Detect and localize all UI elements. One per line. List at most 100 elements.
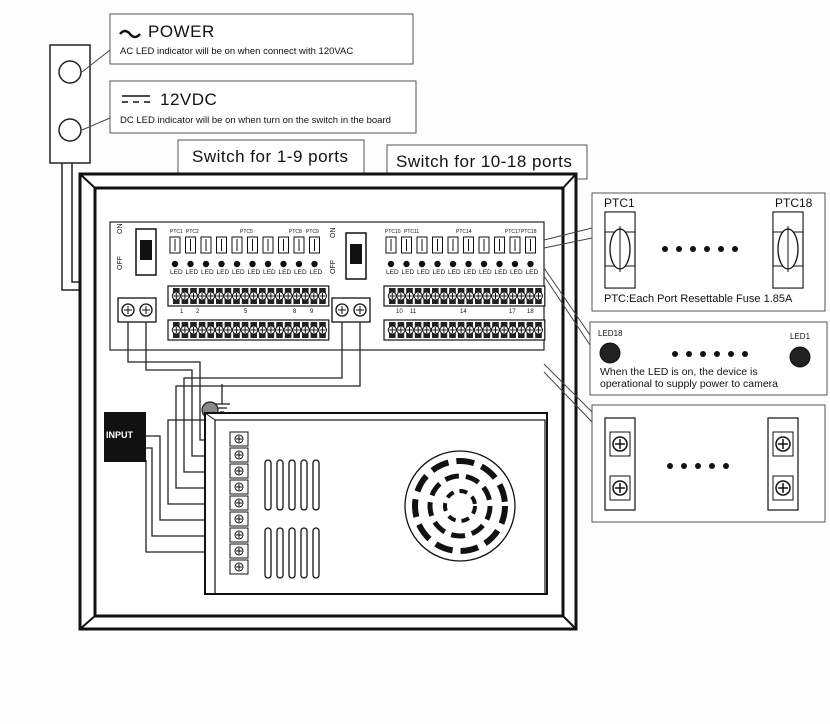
port-number: 11	[410, 309, 417, 315]
ptc-caption: PTC:Each Port Resettable Fuse 1.85A	[604, 293, 793, 305]
led-label: LED	[263, 269, 276, 276]
vent-slot	[288, 459, 296, 511]
led-dot	[295, 260, 303, 268]
ptc-fuse	[216, 236, 227, 254]
led-dot	[480, 260, 488, 268]
screw-terminal	[405, 322, 414, 338]
power-callout	[81, 13, 414, 73]
screw-terminal	[283, 322, 293, 338]
port-number: 8	[293, 309, 297, 315]
screw-terminal	[206, 322, 216, 338]
ptc-fuse	[169, 236, 181, 254]
vent-slot	[300, 527, 308, 579]
ptc-fuse	[200, 236, 212, 254]
led-label: LED	[525, 269, 539, 276]
led-label: LED	[401, 269, 415, 276]
screw-terminal	[318, 288, 327, 304]
ptc-fuse-row-left	[169, 236, 320, 254]
led-label: LED	[247, 269, 261, 276]
screw-terminal	[422, 288, 432, 304]
screw-terminal	[180, 322, 190, 338]
switch-1-9-off-label: OFF	[117, 256, 124, 270]
ptc-fuse	[416, 236, 428, 254]
led-label: LED	[386, 269, 399, 276]
switch-10-18[interactable]	[345, 232, 367, 280]
psu-terminal	[229, 543, 249, 559]
ptc-fuse-left-icon	[604, 211, 636, 289]
led-label: LED	[463, 269, 477, 276]
terminal-callout	[543, 363, 826, 523]
led-left-label: LED18	[598, 329, 623, 338]
ptc-label: PTC8	[289, 229, 302, 235]
screw-terminal	[292, 288, 302, 304]
led-label: LED	[417, 269, 430, 276]
ellipsis-dots	[667, 463, 729, 469]
screw-terminal	[448, 322, 457, 338]
port-number: 9	[310, 309, 314, 315]
screw-terminal	[525, 322, 535, 338]
ptc-fuse	[385, 236, 397, 254]
led-dot	[465, 260, 472, 268]
screw-terminal	[405, 288, 414, 304]
led-caption-line1: When the LED is on, the device is	[600, 366, 758, 378]
screw-terminal	[482, 322, 492, 338]
led-label: LED	[278, 269, 292, 276]
screw-terminal	[292, 322, 302, 338]
ptc-fuse-right-icon	[772, 211, 804, 289]
dc-led-indicator	[58, 118, 82, 142]
screw-terminal	[206, 288, 216, 304]
screw-terminal	[275, 322, 284, 338]
led-dot	[449, 260, 457, 268]
ptc-left-label: PTC1	[604, 196, 635, 210]
ptc-label: PTC9	[306, 229, 319, 235]
ptc-callout	[543, 192, 826, 312]
led-row-left	[171, 260, 318, 268]
screw-terminal	[491, 322, 500, 338]
led-label: LED	[448, 269, 461, 276]
switch-10-18-off-label: OFF	[330, 260, 337, 274]
power-description: AC LED indicator will be on when connect…	[120, 46, 354, 57]
screw-terminal	[499, 322, 509, 338]
screw-terminal	[482, 288, 492, 304]
screw-terminal	[439, 288, 449, 304]
led-dot	[311, 260, 318, 268]
ptc-fuse-row-right	[385, 236, 536, 254]
switch-10-18-on-label: ON	[330, 227, 337, 239]
led-dot	[218, 260, 225, 268]
switch-1-9[interactable]	[135, 228, 157, 276]
screw-terminal	[499, 288, 509, 304]
ptc-fuse	[463, 236, 474, 254]
screw-terminal	[413, 288, 423, 304]
screw-terminal	[232, 322, 241, 338]
screw-terminal	[465, 288, 475, 304]
psu-terminal	[229, 527, 249, 543]
ptc-fuse	[494, 236, 505, 254]
screw-terminal	[387, 288, 397, 304]
screw-terminal	[240, 322, 250, 338]
led-label: LED	[185, 269, 199, 276]
screw-terminal	[283, 288, 293, 304]
led-label: LED	[494, 269, 508, 276]
screw-terminal	[197, 322, 207, 338]
ellipsis-dots	[672, 351, 748, 357]
dc-description: DC LED indicator will be on when turn on…	[120, 115, 391, 126]
ptc-label: PTC10	[385, 229, 401, 235]
port-number: 2	[196, 309, 200, 315]
psu-terminal	[229, 463, 249, 479]
psu-vent-slots	[264, 459, 320, 579]
led-label: LED	[232, 269, 245, 276]
ptc-fuse	[432, 236, 443, 254]
led18-icon	[599, 342, 621, 364]
psu-terminal	[229, 479, 249, 495]
screw-terminal	[396, 322, 406, 338]
screw-terminal	[516, 288, 526, 304]
screw-terminal	[197, 288, 207, 304]
psu-terminal	[229, 511, 249, 527]
screw-terminal	[232, 288, 241, 304]
ac-led-indicator	[58, 60, 82, 84]
screw-terminal	[516, 322, 526, 338]
screw-terminal	[223, 288, 233, 304]
dc-title: 12VDC	[160, 90, 218, 109]
